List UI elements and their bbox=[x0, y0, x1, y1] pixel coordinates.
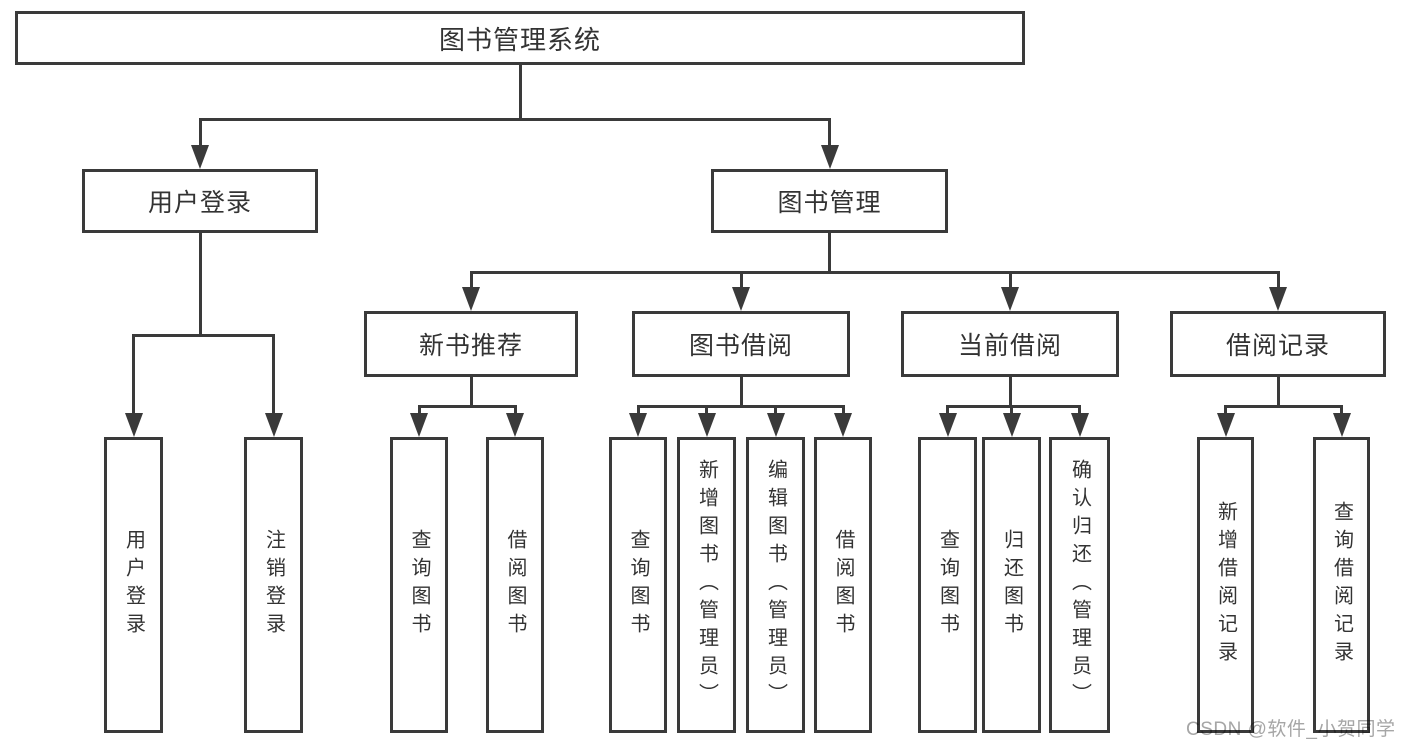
leaf-borrow-books-label: 借阅图书 bbox=[832, 529, 854, 641]
connector-drop-add-borrow-record bbox=[1224, 406, 1227, 416]
leaf-logout-label: 注销登录 bbox=[262, 529, 285, 641]
node-book-borrow-label: 图书借阅 bbox=[688, 332, 793, 360]
connector-drop-query-books-current bbox=[946, 406, 949, 416]
leaf-query-books-borrow: 查询图书 bbox=[609, 437, 667, 733]
arrowhead-confirm-return-admin bbox=[1070, 413, 1089, 437]
leaf-add-books-admin: 新增图书（管理员） bbox=[677, 437, 736, 733]
connector-drop-add-books-admin bbox=[705, 406, 708, 416]
connector-borrow-records-rail bbox=[1224, 405, 1343, 408]
leaf-edit-books-admin: 编辑图书（管理员） bbox=[746, 437, 805, 733]
leaf-add-books-admin-label: 新增图书（管理员） bbox=[695, 459, 718, 711]
arrowhead-user-login bbox=[191, 145, 209, 169]
leaf-query-books-current: 查询图书 bbox=[918, 437, 977, 733]
arrowhead-book-management bbox=[820, 145, 839, 169]
connector-drop-query-borrow-record bbox=[1340, 406, 1343, 416]
leaf-query-borrow-record: 查询借阅记录 bbox=[1313, 437, 1370, 733]
node-borrow-records: 借阅记录 bbox=[1170, 311, 1386, 377]
connector-drop-book-borrow bbox=[739, 272, 743, 290]
node-book-management-label: 图书管理 bbox=[777, 189, 882, 217]
connector-root-stem bbox=[518, 65, 522, 121]
leaf-add-borrow-record: 新增借阅记录 bbox=[1197, 437, 1254, 733]
connector-new-book-recommend-stem bbox=[469, 377, 473, 408]
connector-book-borrow-rail bbox=[636, 405, 845, 408]
connector-level3-rail bbox=[469, 271, 1280, 274]
connector-drop-query-books-recommend bbox=[417, 406, 421, 416]
connector-drop-leaf-user-login bbox=[132, 335, 135, 415]
arrowhead-current-borrow bbox=[1001, 287, 1019, 311]
connector-user-login-rail bbox=[132, 334, 275, 337]
arrowhead-query-books-borrow bbox=[629, 413, 647, 437]
node-root-label: 图书管理系统 bbox=[438, 24, 601, 55]
leaf-confirm-return-admin: 确认归还（管理员） bbox=[1049, 437, 1110, 733]
leaf-edit-books-admin-label: 编辑图书（管理员） bbox=[764, 459, 787, 711]
arrowhead-return-books bbox=[1002, 413, 1021, 437]
node-user-login: 用户登录 bbox=[82, 169, 318, 233]
arrowhead-new-book-recommend bbox=[462, 287, 480, 311]
connector-drop-book-management bbox=[828, 119, 831, 147]
node-book-management: 图书管理 bbox=[711, 169, 948, 233]
arrowhead-book-borrow bbox=[732, 287, 750, 311]
node-book-borrow: 图书借阅 bbox=[632, 311, 850, 377]
leaf-query-books-borrow-label: 查询图书 bbox=[627, 529, 649, 641]
connector-drop-confirm-return-admin bbox=[1078, 406, 1081, 416]
node-current-borrow: 当前借阅 bbox=[901, 311, 1119, 377]
connector-book-management-stem bbox=[828, 233, 831, 274]
leaf-user-login-label: 用户登录 bbox=[122, 529, 145, 641]
connector-drop-edit-books-admin bbox=[774, 406, 777, 416]
arrowhead-borrow-records bbox=[1269, 287, 1287, 311]
connector-drop-return-books bbox=[1010, 406, 1013, 416]
leaf-return-books: 归还图书 bbox=[982, 437, 1041, 733]
node-current-borrow-label: 当前借阅 bbox=[957, 332, 1062, 360]
leaf-borrow-books-recommend: 借阅图书 bbox=[486, 437, 544, 733]
arrowhead-leaf-logout bbox=[264, 413, 283, 437]
connector-user-login-stem bbox=[198, 233, 202, 336]
connector-drop-borrow-books-recommend bbox=[513, 406, 517, 416]
leaf-return-books-label: 归还图书 bbox=[1000, 529, 1023, 641]
leaf-confirm-return-admin-label: 确认归还（管理员） bbox=[1068, 459, 1091, 711]
arrowhead-query-borrow-record bbox=[1332, 413, 1351, 437]
arrowhead-edit-books-admin bbox=[766, 413, 785, 437]
leaf-borrow-books-recommend-label: 借阅图书 bbox=[504, 529, 526, 641]
connector-drop-leaf-logout bbox=[272, 335, 275, 415]
csdn-watermark: CSDN @软件_小贺同学 bbox=[1186, 719, 1396, 740]
leaf-query-books-recommend-label: 查询图书 bbox=[408, 529, 430, 641]
node-new-book-recommend: 新书推荐 bbox=[364, 311, 578, 377]
leaf-logout: 注销登录 bbox=[244, 437, 303, 733]
node-root: 图书管理系统 bbox=[15, 11, 1025, 65]
leaf-add-borrow-record-label: 新增借阅记录 bbox=[1214, 501, 1237, 669]
node-new-book-recommend-label: 新书推荐 bbox=[418, 332, 523, 360]
leaf-query-borrow-record-label: 查询借阅记录 bbox=[1330, 501, 1353, 669]
arrowhead-borrow-books-recommend bbox=[506, 413, 524, 437]
connector-level2-rail bbox=[198, 118, 831, 121]
node-borrow-records-label: 借阅记录 bbox=[1225, 332, 1330, 360]
leaf-query-books-recommend: 查询图书 bbox=[390, 437, 448, 733]
connector-drop-query-books-borrow bbox=[636, 406, 640, 416]
arrowhead-query-books-recommend bbox=[410, 413, 428, 437]
connector-drop-borrow-books bbox=[841, 406, 845, 416]
leaf-user-login: 用户登录 bbox=[104, 437, 163, 733]
connector-drop-current-borrow bbox=[1008, 272, 1012, 290]
arrowhead-borrow-books bbox=[834, 413, 852, 437]
arrowhead-add-books-admin bbox=[697, 413, 716, 437]
connector-drop-borrow-records bbox=[1276, 272, 1280, 290]
arrowhead-add-borrow-record bbox=[1216, 413, 1235, 437]
connector-current-borrow-rail bbox=[946, 405, 1081, 408]
arrowhead-leaf-user-login bbox=[124, 413, 143, 437]
connector-drop-user-login bbox=[198, 119, 202, 147]
node-user-login-label: 用户登录 bbox=[147, 189, 252, 217]
leaf-query-books-current-label: 查询图书 bbox=[936, 529, 959, 641]
leaf-borrow-books: 借阅图书 bbox=[814, 437, 872, 733]
connector-borrow-records-stem bbox=[1276, 377, 1280, 408]
connector-new-book-recommend-rail bbox=[417, 405, 517, 408]
connector-book-borrow-stem bbox=[739, 377, 743, 408]
arrowhead-query-books-current bbox=[938, 413, 957, 437]
connector-current-borrow-stem bbox=[1008, 377, 1012, 408]
connector-drop-new-book-recommend bbox=[469, 272, 473, 290]
